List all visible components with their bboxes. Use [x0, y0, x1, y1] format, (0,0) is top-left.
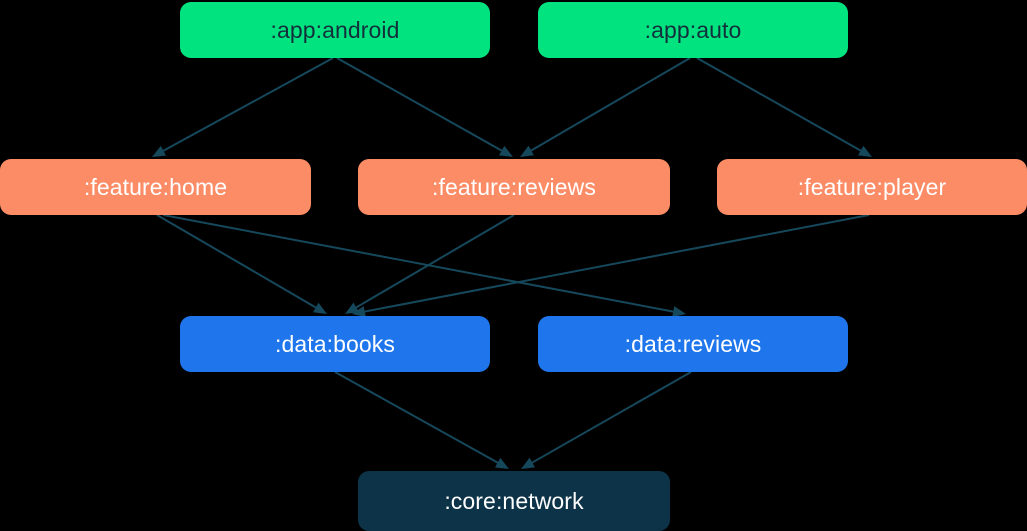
edge-line — [364, 214, 870, 313]
node-app-android[interactable]: :app:android — [180, 2, 490, 58]
node-label: :core:network — [444, 487, 584, 514]
edge-app-android-to-feature-reviews — [336, 57, 513, 157]
edge-arrowhead-icon — [520, 145, 535, 157]
edge-arrowhead-icon — [857, 145, 872, 157]
edge-line — [531, 371, 692, 464]
edge-feature-reviews-to-data-books — [345, 214, 515, 314]
node-feature-home[interactable]: :feature:home — [0, 159, 311, 215]
edge-feature-player-to-data-books — [352, 214, 870, 317]
node-label: :app:android — [270, 16, 400, 43]
edge-arrowhead-icon — [494, 457, 509, 469]
edge-feature-home-to-data-books — [156, 214, 327, 314]
edge-arrowhead-icon — [152, 145, 167, 157]
edge-line — [162, 214, 674, 313]
edge-app-auto-to-feature-reviews — [520, 57, 691, 157]
node-feature-reviews[interactable]: :feature:reviews — [358, 159, 670, 215]
node-data-books[interactable]: :data:books — [180, 316, 490, 372]
edge-app-auto-to-feature-player — [696, 57, 872, 157]
edge-arrowhead-icon — [312, 302, 327, 314]
edge-arrowhead-icon — [498, 145, 513, 157]
edge-arrowhead-icon — [521, 457, 536, 469]
edge-line — [162, 57, 334, 152]
edge-line — [334, 371, 499, 464]
node-label: :data:books — [274, 330, 396, 357]
edge-line — [336, 57, 503, 152]
node-label: :feature:player — [797, 173, 947, 200]
edge-arrowhead-icon — [345, 302, 359, 314]
edge-app-android-to-feature-home — [152, 57, 334, 157]
edge-line — [355, 214, 515, 309]
node-label: :data:reviews — [624, 330, 762, 357]
edge-data-books-to-core-network — [334, 371, 509, 469]
node-label: :feature:reviews — [432, 173, 596, 200]
node-app-auto[interactable]: :app:auto — [538, 2, 848, 58]
edge-line — [696, 57, 862, 152]
edge-feature-home-to-data-reviews — [162, 214, 686, 317]
node-feature-player[interactable]: :feature:player — [717, 159, 1027, 215]
node-label: :feature:home — [83, 173, 228, 200]
edge-line — [530, 57, 691, 152]
node-label: :app:auto — [644, 16, 742, 43]
edge-line — [156, 214, 317, 309]
edge-data-reviews-to-core-network — [521, 371, 692, 469]
node-data-reviews[interactable]: :data:reviews — [538, 316, 848, 372]
node-core-network[interactable]: :core:network — [358, 471, 670, 531]
